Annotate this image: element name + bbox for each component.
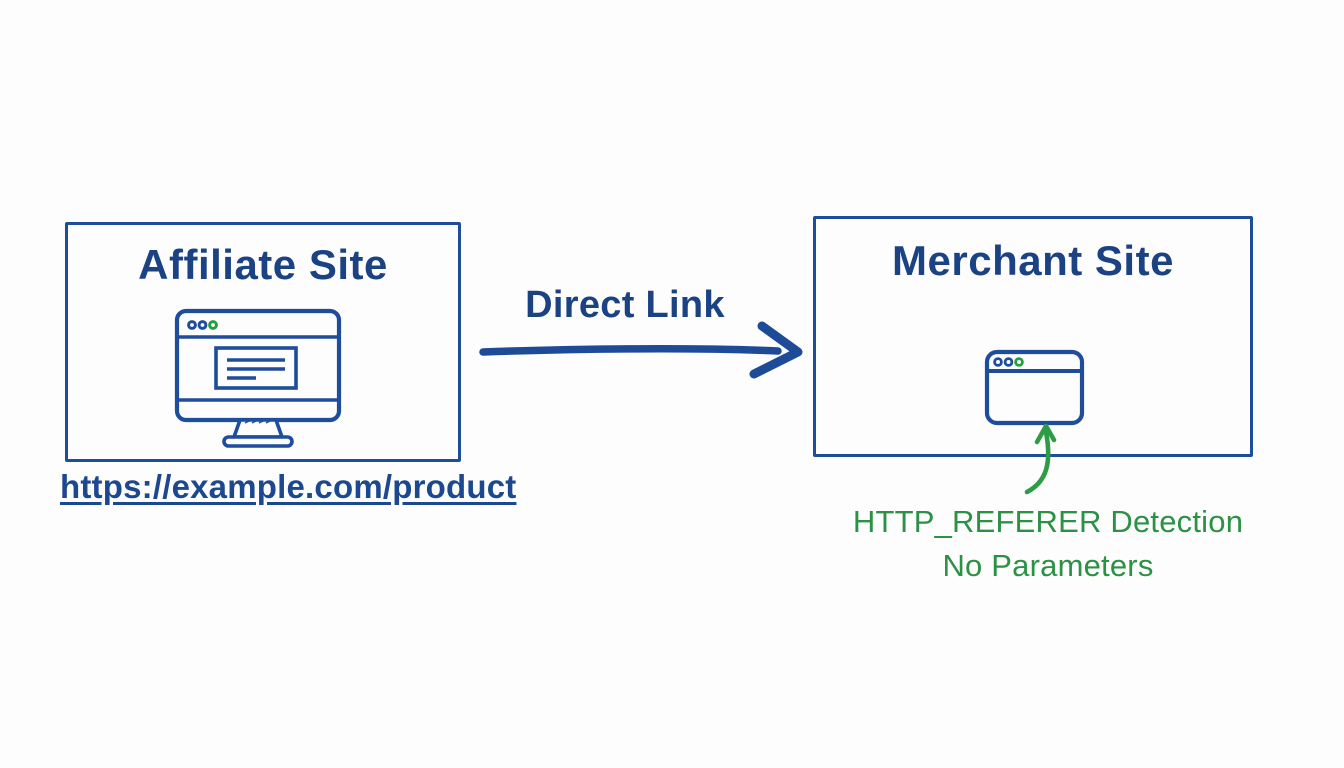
merchant-site-title: Merchant Site <box>892 237 1174 284</box>
referer-detection-note: HTTP_REFERER Detection No Parameters <box>820 500 1276 588</box>
browser-dot-blue-icon <box>993 357 1003 367</box>
affiliate-url-label: https://example.com/product <box>60 468 517 505</box>
monitor-stand <box>231 418 285 439</box>
browser-dot-green-icon <box>1014 357 1024 367</box>
referer-note-line1: HTTP_REFERER Detection <box>852 504 1244 539</box>
referer-arrow-icon <box>1010 418 1072 500</box>
monitor-base <box>222 435 294 448</box>
browser-window-icon <box>984 349 1086 427</box>
affiliate-site-title: Affiliate Site <box>138 241 388 288</box>
monitor-icon <box>173 304 345 452</box>
referer-note-line2: No Parameters <box>942 548 1154 583</box>
browser-dot-green-icon <box>208 320 218 330</box>
direct-link-arrow-icon <box>478 320 808 382</box>
direct-link-label: Direct Link <box>525 284 725 326</box>
browser-dot-blue-icon <box>1003 357 1014 367</box>
browser-dot-blue-icon <box>187 320 197 330</box>
browser-dot-blue-icon <box>197 320 208 330</box>
